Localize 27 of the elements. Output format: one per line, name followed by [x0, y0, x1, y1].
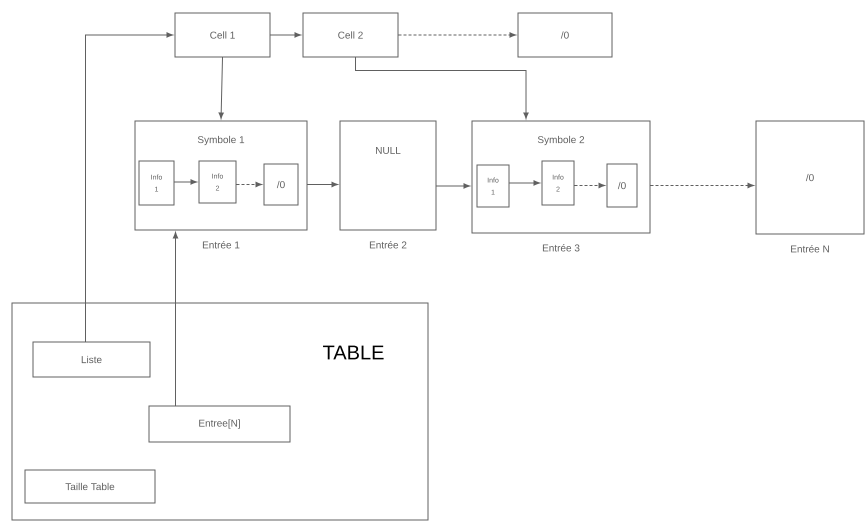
- arrow: [355, 57, 529, 119]
- cell-box: Cell 1: [174, 12, 270, 58]
- field-box: Entree[N]: [148, 406, 290, 442]
- arrow: [509, 180, 540, 186]
- terminator-box: /0: [518, 12, 612, 58]
- field-box: Taille Table: [24, 470, 156, 504]
- field-box: Liste: [32, 342, 150, 378]
- null-box: NULL: [340, 120, 436, 230]
- terminator-box: /0: [756, 120, 864, 234]
- arrow: [307, 182, 338, 188]
- arrow: [218, 57, 224, 119]
- entry-label: Entrée 1: [202, 241, 240, 248]
- arrow: [650, 182, 754, 188]
- cell-box: Cell 2: [302, 12, 398, 58]
- arrow: [236, 182, 262, 188]
- entry-label: Entrée N: [791, 245, 829, 252]
- entry-label: Entrée 3: [542, 244, 580, 252]
- arrow: [436, 183, 470, 189]
- arrow: [574, 182, 605, 188]
- arrow: [85, 32, 173, 342]
- arrow: [398, 32, 516, 38]
- arrow: [174, 179, 197, 185]
- entry-label: Entrée 2: [370, 241, 406, 248]
- arrow: [270, 32, 301, 38]
- terminator-box: /0: [264, 164, 298, 206]
- terminator-box: /0: [606, 164, 638, 208]
- arrow: [172, 232, 178, 406]
